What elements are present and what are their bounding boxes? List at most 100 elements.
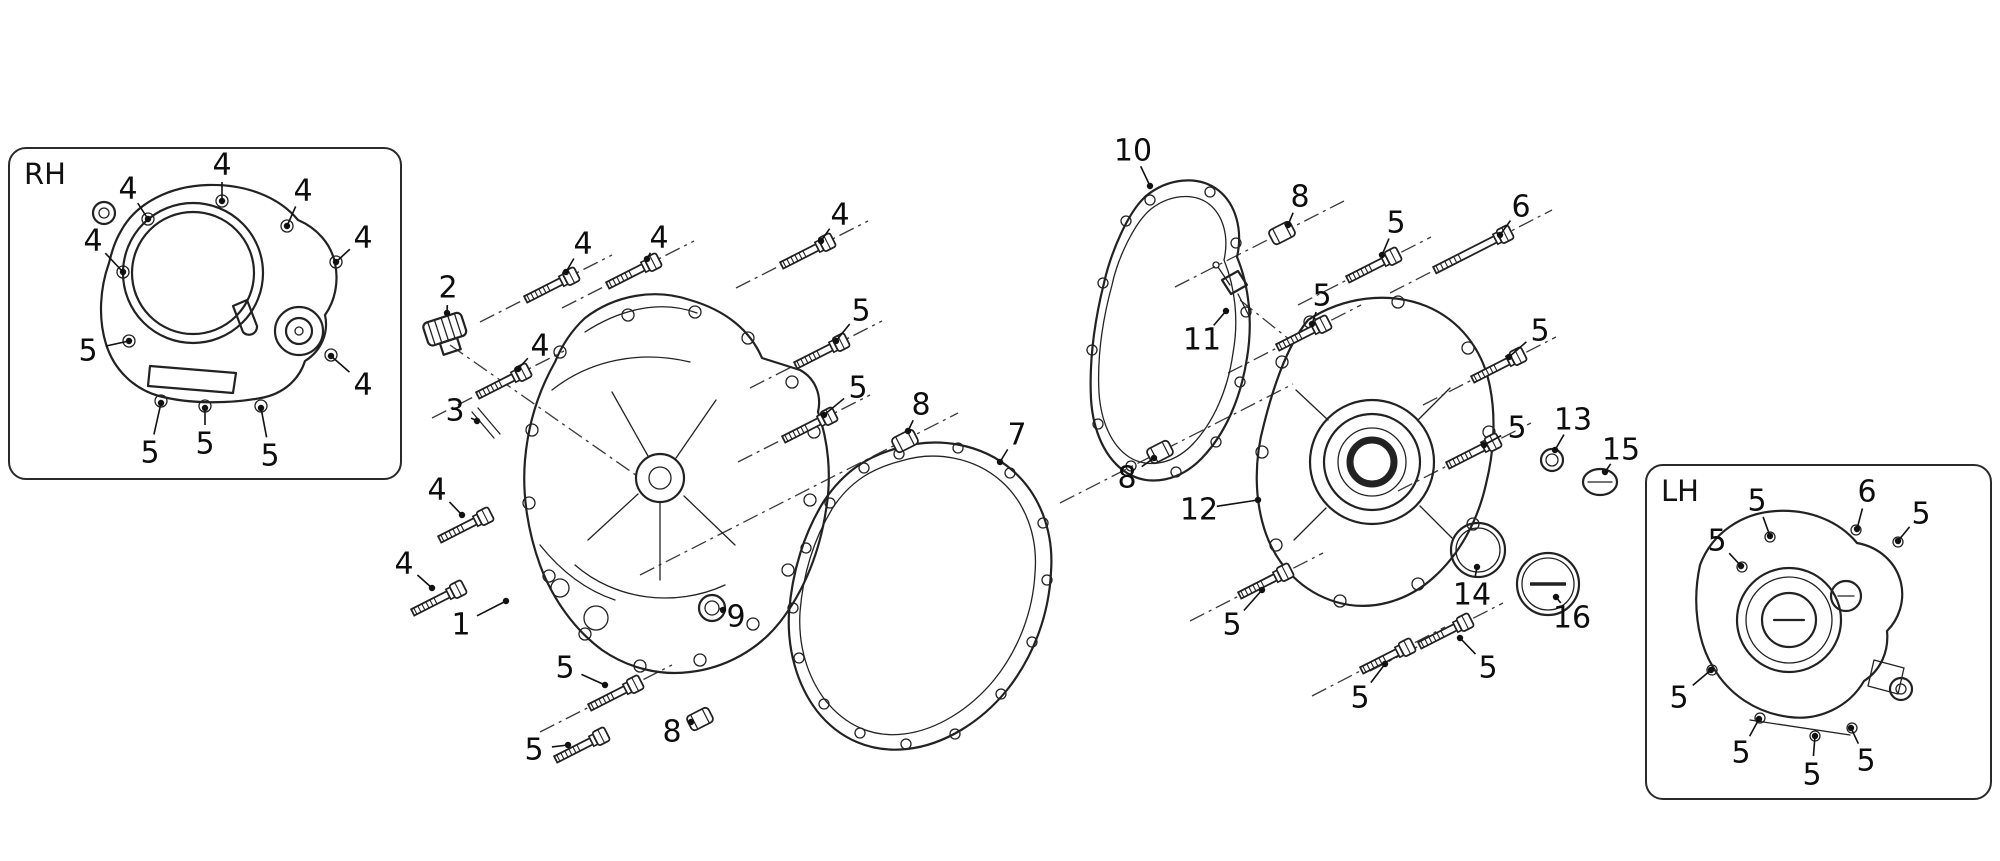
callout-dot — [687, 718, 695, 726]
callout-dot — [458, 511, 466, 519]
callout-label: 5 — [848, 371, 867, 406]
callout-label: 5 — [1312, 279, 1331, 314]
callout-dot — [1601, 468, 1609, 476]
callout-dot — [502, 597, 510, 605]
callout-label: 4 — [427, 473, 446, 508]
inspection-cap-small-drawing — [1581, 467, 1619, 497]
callout-dot — [643, 255, 651, 263]
callout-dot — [1737, 562, 1745, 570]
callout-leader — [1508, 341, 1527, 358]
callout-dot — [1473, 563, 1481, 571]
assembly-axis-lines — [431, 200, 1557, 733]
callout-dot — [1254, 496, 1262, 504]
callout-label: 4 — [353, 368, 372, 403]
callout-label: 4 — [293, 174, 312, 209]
callout-dot — [283, 222, 291, 230]
callout-leader — [1856, 508, 1864, 530]
callout-label: 7 — [1007, 418, 1026, 453]
callout-leader — [1812, 735, 1816, 757]
callout-dot — [144, 215, 152, 223]
callout-label: 4 — [649, 221, 668, 256]
callout-dot — [1552, 593, 1560, 601]
callout-dot — [1505, 353, 1513, 361]
callout-leader — [1748, 718, 1760, 737]
callout-dot — [218, 197, 226, 205]
callout-leader — [1459, 637, 1477, 655]
oil-level-pin-drawing — [471, 407, 501, 439]
callout-dot — [1480, 441, 1488, 449]
callout-label: 5 — [1530, 314, 1549, 349]
clutch-cover-drawing — [522, 293, 830, 675]
callout-dot — [562, 268, 570, 276]
callout-leader — [330, 355, 350, 373]
callout-dot — [157, 399, 165, 407]
callout-label: 5 — [1911, 497, 1930, 532]
callout-label: 14 — [1453, 578, 1491, 613]
callout-label: 4 — [118, 172, 137, 207]
callout-label: 4 — [83, 224, 102, 259]
callout-label: 8 — [1117, 461, 1136, 496]
callout-label: 15 — [1602, 433, 1640, 468]
callout-dot — [1258, 586, 1266, 594]
callout-leader — [1762, 516, 1771, 537]
callout-label: 5 — [555, 651, 574, 686]
callout-label: 4 — [530, 329, 549, 364]
lh-inset-label: LH — [1661, 474, 1699, 508]
callout-leader — [823, 397, 845, 416]
callout-dot — [1853, 525, 1861, 533]
callout-leader — [1483, 434, 1502, 446]
callout-label: 5 — [1478, 651, 1497, 686]
callout-dot — [1551, 446, 1559, 454]
callout-label: 1 — [451, 608, 470, 643]
callout-label: 5 — [1731, 736, 1750, 771]
callout-dot — [1381, 660, 1389, 668]
oil-filler-cap-drawing — [422, 311, 468, 356]
callout-label: 5 — [1350, 681, 1369, 716]
callout-label: 4 — [212, 148, 231, 183]
callout-dot — [1456, 634, 1464, 642]
callout-leader — [286, 206, 297, 227]
callout-dot — [817, 237, 825, 245]
callout-label: 5 — [140, 436, 159, 471]
callout-dot — [1766, 532, 1774, 540]
callout-leader — [104, 252, 124, 273]
lh-inset-box: LH — [1645, 464, 1992, 800]
callout-dot — [1707, 666, 1715, 674]
callout-leader — [1692, 669, 1712, 687]
callout-dot — [443, 309, 451, 317]
callout-dot — [1146, 182, 1154, 190]
callout-dot — [514, 365, 522, 373]
cable-clamp-drawing — [1212, 261, 1251, 319]
callout-leader — [1216, 499, 1259, 508]
callout-label: 8 — [662, 715, 681, 750]
callout-dot — [473, 417, 481, 425]
callout-leader — [1370, 663, 1386, 684]
callout-label: 8 — [911, 388, 930, 423]
callout-label: 5 — [1507, 411, 1526, 446]
callout-dot — [820, 411, 828, 419]
callout-dot — [119, 268, 127, 276]
callout-label: 13 — [1554, 403, 1592, 438]
callout-dot — [1222, 307, 1230, 315]
callout-dot — [257, 404, 265, 412]
callout-leader — [581, 673, 606, 686]
callout-leader — [416, 574, 433, 589]
callout-dot — [201, 404, 209, 412]
callout-dot — [1496, 231, 1504, 239]
callout-dot — [1308, 320, 1316, 328]
callout-label: 6 — [1511, 190, 1530, 225]
callout-label: 4 — [573, 227, 592, 262]
callout-dot — [904, 427, 912, 435]
callout-label: 2 — [438, 271, 457, 306]
callout-label: 3 — [445, 394, 464, 429]
callout-label: 5 — [524, 733, 543, 768]
callout-label: 5 — [1386, 206, 1405, 241]
callout-dot — [1811, 732, 1819, 740]
callout-dot — [1150, 454, 1158, 462]
callout-label: 4 — [830, 198, 849, 233]
callout-dot — [327, 352, 335, 360]
callout-label: 11 — [1183, 323, 1221, 358]
rh-inset-label: RH — [24, 157, 66, 191]
